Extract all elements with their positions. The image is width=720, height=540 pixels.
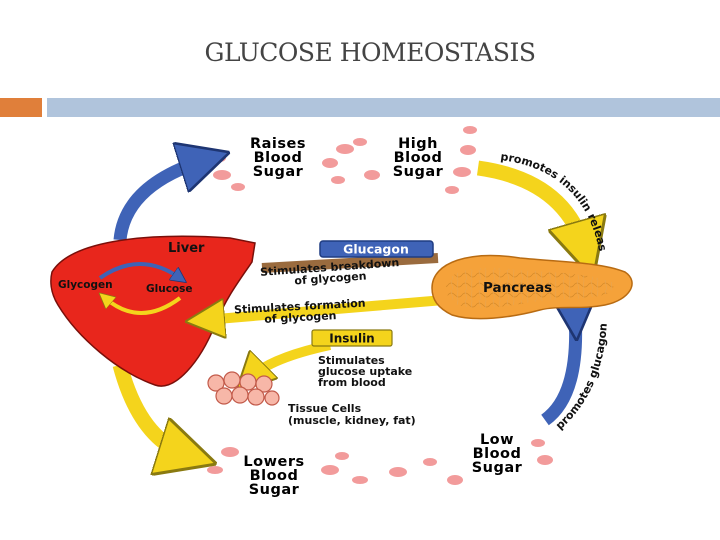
stimulates-uptake-label: Stimulates glucose uptake from blood bbox=[318, 354, 412, 389]
stimulates-formation-label: Stimulates formation of glycogen bbox=[234, 297, 366, 326]
blue-cycle-arrow bbox=[98, 262, 180, 278]
svg-text:Blood: Blood bbox=[394, 150, 443, 166]
insulin-label: Insulin bbox=[329, 332, 374, 346]
promotes-insulin-release-label: promotes insulin release bbox=[0, 0, 609, 253]
tissue-cells-label: Tissue Cells (muscle, kidney, fat) bbox=[288, 402, 416, 427]
blood-cells bbox=[207, 126, 553, 485]
blue-arrow-to-raises-blood-sugar bbox=[113, 160, 205, 241]
svg-text:Blood: Blood bbox=[250, 468, 299, 484]
svg-text:Raises: Raises bbox=[250, 136, 306, 152]
low-blood-sugar-label: Low Blood Sugar bbox=[472, 432, 523, 476]
liver-label: Liver bbox=[168, 241, 205, 256]
svg-text:Tissue Cells: Tissue Cells bbox=[288, 402, 362, 415]
tissue-cells bbox=[207, 371, 280, 406]
glycogen-label: Glycogen bbox=[58, 279, 113, 291]
svg-text:of glycogen: of glycogen bbox=[294, 269, 367, 287]
stimulates-breakdown-label: Stimulates breakdown of glycogen bbox=[260, 256, 400, 287]
svg-text:Sugar: Sugar bbox=[472, 460, 523, 476]
pancreas-texture bbox=[446, 267, 614, 308]
blue-arrow-to-low-blood-sugar bbox=[540, 315, 576, 426]
lowers-blood-sugar-label: Lowers Blood Sugar bbox=[243, 454, 304, 498]
svg-text:(muscle, kidney, fat): (muscle, kidney, fat) bbox=[288, 414, 416, 427]
svg-text:High: High bbox=[398, 136, 438, 152]
slide-title: GLUCOSE HOMEOSTASIS bbox=[204, 38, 536, 67]
svg-text:Blood: Blood bbox=[473, 446, 522, 462]
high-blood-sugar-label: High Blood Sugar bbox=[393, 136, 444, 180]
svg-text:Low: Low bbox=[480, 432, 514, 448]
svg-text:Blood: Blood bbox=[254, 150, 303, 166]
yellow-arrow-to-pancreas bbox=[476, 160, 585, 250]
yellow-arrow-to-lowers-blood-sugar bbox=[112, 363, 188, 455]
promotes-glucagon-release-label: promotes glucagon release bbox=[0, 0, 610, 432]
svg-text:glucose uptake: glucose uptake bbox=[318, 365, 412, 378]
glucagon-label: Glucagon bbox=[343, 242, 409, 257]
glucagon-arrow bbox=[261, 253, 439, 273]
insulin-to-liver-arrow bbox=[205, 293, 469, 320]
svg-text:Sugar: Sugar bbox=[249, 482, 300, 498]
yellow-cycle-arrow bbox=[105, 298, 182, 315]
svg-text:Lowers: Lowers bbox=[243, 454, 304, 470]
svg-text:Stimulates: Stimulates bbox=[318, 354, 385, 367]
pancreas-label: Pancreas bbox=[483, 280, 552, 296]
accent-bar-orange bbox=[0, 98, 42, 117]
svg-text:Sugar: Sugar bbox=[253, 164, 304, 180]
insulin-badge bbox=[311, 329, 393, 347]
glucose-label: Glucose bbox=[146, 283, 193, 295]
glucagon-badge bbox=[319, 240, 434, 258]
raises-blood-sugar-label: Raises Blood Sugar bbox=[250, 136, 306, 180]
insulin-to-tissue-arrow bbox=[250, 340, 332, 378]
svg-text:of glycogen: of glycogen bbox=[264, 309, 337, 326]
svg-text:Sugar: Sugar bbox=[393, 164, 444, 180]
svg-text:from blood: from blood bbox=[318, 376, 386, 389]
accent-bar-blue bbox=[47, 98, 720, 117]
